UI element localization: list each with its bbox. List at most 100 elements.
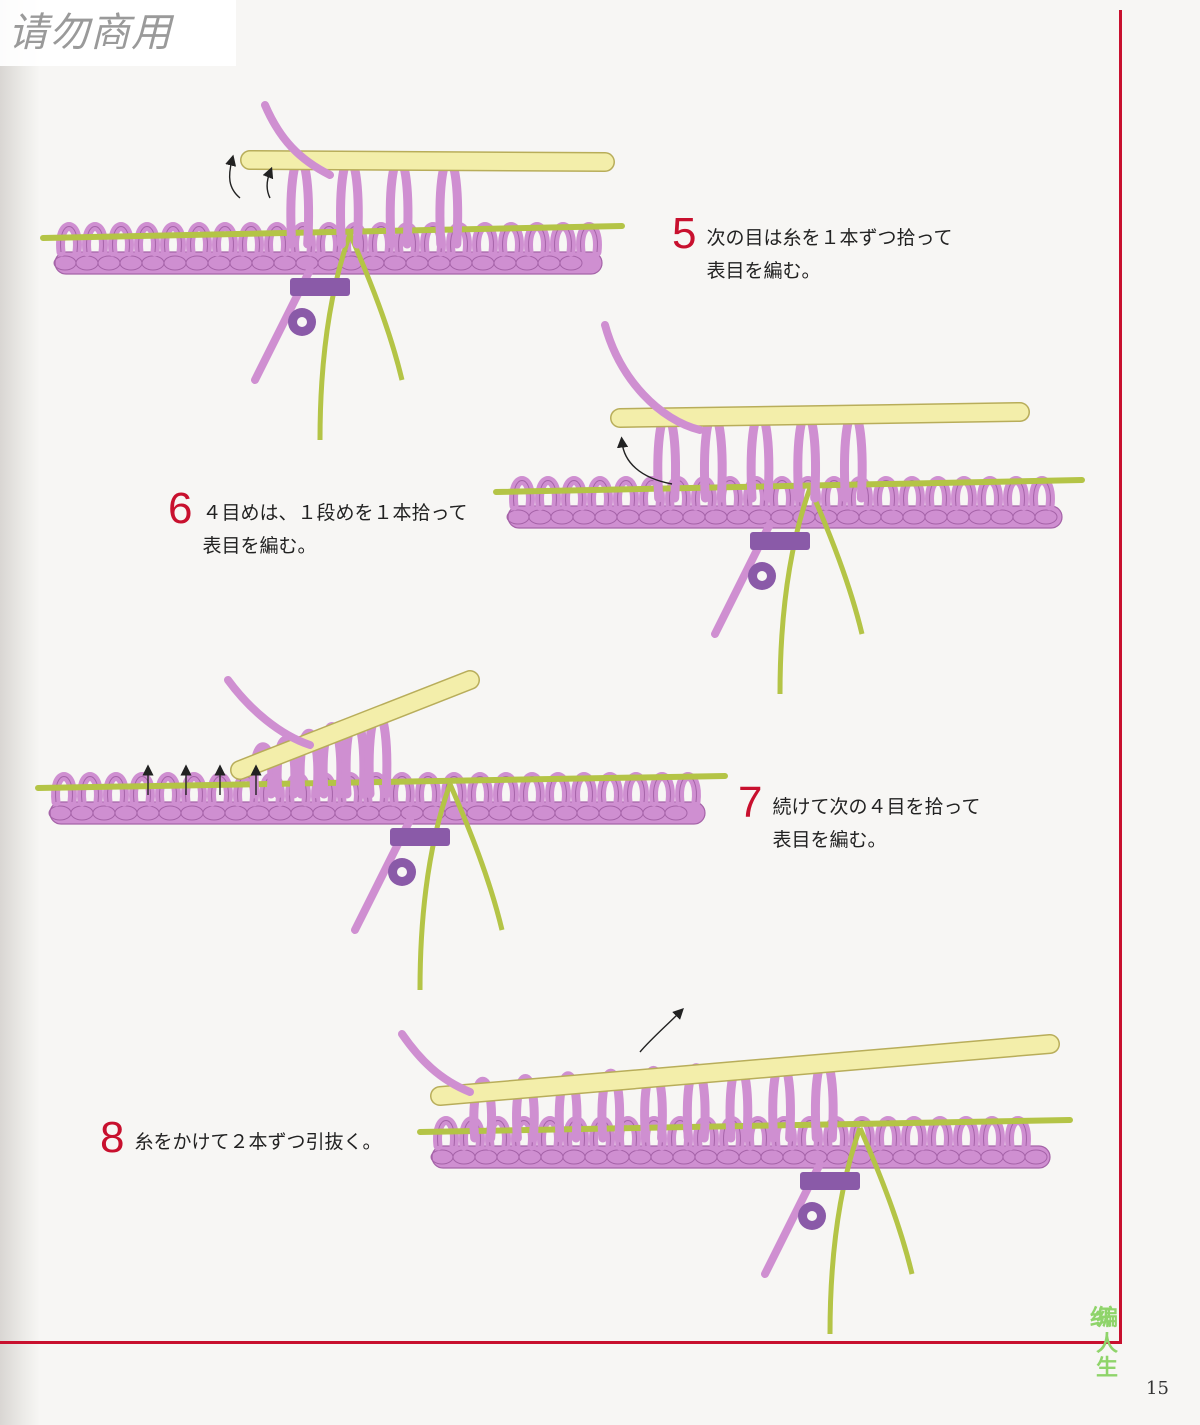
marker-hole [807, 1211, 817, 1221]
page-frame-bottom [0, 1341, 1122, 1344]
illustration-step-8 [398, 1008, 1073, 1335]
page-binding-shadow [0, 0, 40, 1425]
stitch-outline [393, 776, 411, 803]
stitch-outline [565, 480, 583, 507]
illustration-step-7 [35, 670, 728, 991]
stitch-outline [471, 776, 489, 803]
chain-link [664, 805, 688, 821]
step-instruction: 糸をかけて２本ずつ引抜く。 [134, 1126, 381, 1159]
needle-cable [447, 783, 505, 931]
step-line: 表目を編む。 [706, 260, 821, 282]
needle-cable [347, 233, 405, 381]
stitch-outline [877, 480, 895, 507]
step-number: 8 [100, 1113, 125, 1162]
step-5: 5 次の目は糸を１本ずつ拾って 表目を編む。 [672, 212, 953, 288]
stitch-outline [591, 480, 609, 507]
knitting-needle-icon [35, 773, 728, 791]
stitch-outline [497, 776, 515, 803]
site-logo-right: 织 [1090, 1300, 1120, 1420]
stitch-outline [138, 226, 156, 253]
chain-base [54, 251, 603, 275]
step-8: 8 糸をかけて２本ずつ引抜く。 [100, 1116, 382, 1160]
step-line: 表目を編む。 [202, 535, 317, 557]
arrow-icon [616, 436, 673, 485]
chain-link [1034, 509, 1058, 525]
page-number: 15 [1146, 1378, 1169, 1399]
working-yarn [601, 321, 704, 434]
step-line: 糸をかけて２本ずつ引抜く。 [134, 1131, 382, 1153]
stitch-outline [164, 226, 182, 253]
needle-cable [777, 487, 813, 695]
step-instruction: 続けて次の４目を拾って 表目を編む。 [772, 791, 980, 857]
working-yarn [224, 676, 314, 749]
step-line: 続けて次の４目を拾って [772, 796, 981, 818]
stitch-outline [268, 226, 286, 253]
stitch-outline [60, 226, 78, 253]
stitch-marker-icon [390, 828, 450, 846]
illustration-step-6 [493, 321, 1085, 695]
working-yarn [398, 1030, 474, 1096]
page-frame-right [1119, 10, 1122, 1343]
illustration-step-5 [40, 101, 625, 441]
stitch-outline [539, 480, 557, 507]
needle-cable [857, 1127, 915, 1275]
stitch-outline [133, 776, 151, 803]
marker-hole [397, 867, 407, 877]
stitch-outline [159, 776, 177, 803]
needle-cable [827, 1127, 863, 1335]
stitch-outline [773, 480, 791, 507]
stitch-outline [55, 776, 73, 803]
step-number: 6 [168, 484, 193, 533]
arrow-icon [639, 1008, 684, 1053]
crochet-hook-icon [431, 1035, 1059, 1105]
chain-base [507, 505, 1063, 529]
lifted-loop [469, 1076, 496, 1143]
step-line: ４目めは、１段めを１本拾って [202, 502, 468, 524]
lifted-loop [512, 1074, 539, 1143]
stitch-marker-icon [800, 1172, 860, 1190]
crochet-hook-icon [231, 671, 479, 779]
stitch-outline [617, 480, 635, 507]
lifted-loop [272, 735, 300, 799]
stitch-outline [419, 776, 437, 803]
stitch-marker-icon [750, 532, 810, 550]
chain-base [49, 801, 706, 825]
stitch-outline [190, 226, 208, 253]
needle-cable [417, 783, 453, 991]
knitting-needle-icon [40, 223, 625, 241]
step-instruction: ４目めは、１段めを１本拾って 表目を編む。 [202, 497, 467, 563]
stitch-outline [112, 226, 130, 253]
needle-cable [317, 233, 353, 441]
step-7: 7 続けて次の４目を拾って 表目を編む。 [738, 781, 981, 857]
stitch-outline [86, 226, 104, 253]
knitting-needle-icon [493, 477, 1085, 495]
stitch-marker-icon [290, 278, 350, 296]
arrow-icon [225, 154, 241, 199]
needle-cable [807, 487, 865, 635]
watermark-label: 请勿商用 [0, 0, 236, 66]
stitch-outline [437, 1120, 455, 1147]
marker-hole [297, 317, 307, 327]
stitch-outline [107, 776, 125, 803]
logo-char: 织 [1090, 1306, 1113, 1331]
crochet-hook-icon [611, 403, 1029, 427]
arrow-icon [262, 166, 274, 199]
step-number: 7 [738, 778, 763, 827]
site-logo: 编 人 生 [1052, 1300, 1120, 1420]
stitch-outline [242, 226, 260, 253]
working-yarn [261, 101, 334, 179]
stitch-outline [853, 1120, 871, 1147]
stitch-outline [513, 480, 531, 507]
step-instruction: 次の目は糸を１本ずつ拾って 表目を編む。 [706, 222, 952, 288]
stitch-outline [216, 226, 234, 253]
step-6: 6 ４目めは、１段めを１本拾って 表目を編む。 [168, 487, 468, 563]
marker-hole [757, 571, 767, 581]
step-line: 次の目は糸を１本ずつ拾って [706, 227, 953, 249]
step-line: 表目を編む。 [772, 829, 887, 851]
logo-char: 人 [1096, 1332, 1119, 1357]
logo-char: 编 [1096, 1306, 1119, 1331]
chain-link [1024, 1149, 1048, 1165]
logo-char: 生 [1096, 1356, 1119, 1381]
step-number: 5 [672, 209, 697, 258]
